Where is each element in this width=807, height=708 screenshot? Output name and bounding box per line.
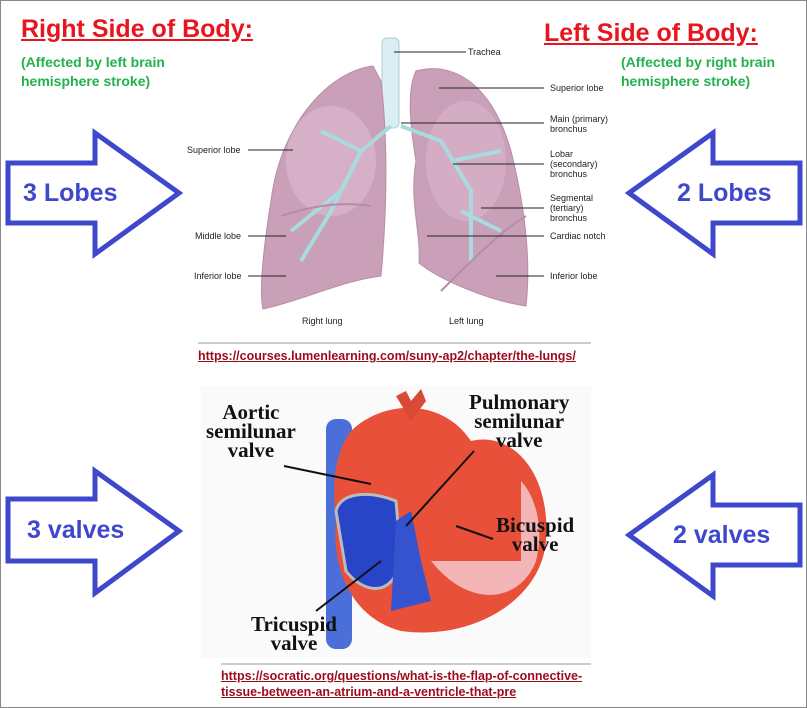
label-left-lung: Left lung (449, 316, 484, 326)
label-seg-1: Segmental (550, 193, 594, 203)
label-trachea: Trachea (468, 47, 501, 57)
lungs-source-link[interactable]: https://courses.lumenlearning.com/suny-a… (198, 349, 576, 363)
label-bicuspid-1: Bicuspid (496, 513, 575, 537)
label-superior-lobe-right: Superior lobe (187, 145, 241, 155)
label-bicuspid-valve: Bicuspid valve (496, 513, 575, 556)
right-lobes-count: 3 Lobes (23, 179, 118, 207)
label-seg-3: bronchus (550, 213, 588, 223)
heart-illustration (201, 386, 591, 665)
right-side-subtitle: (Affected by left brain hemisphere strok… (21, 53, 165, 91)
right-side-subtitle-line2: hemisphere stroke) (21, 73, 151, 89)
left-valves-count: 2 valves (673, 521, 771, 549)
label-cardiac-notch: Cardiac notch (550, 231, 606, 241)
label-main-bronchus: Main (primary) bronchus (550, 114, 608, 134)
left-side-subtitle: (Affected by right brain hemisphere stro… (621, 53, 775, 91)
left-side-title: Left Side of Body: (544, 19, 758, 47)
right-side-title: Right Side of Body: (21, 15, 253, 43)
left-lobes-count: 2 Lobes (677, 179, 772, 207)
label-inferior-lobe-right: Inferior lobe (194, 271, 242, 281)
label-tricuspid-1: Tricuspid (251, 612, 337, 636)
label-inferior-lobe-left: Inferior lobe (550, 271, 598, 281)
label-lobar-2: (secondary) (550, 159, 598, 169)
right-side-subtitle-line1: (Affected by left brain (21, 54, 165, 70)
label-bicuspid-2: valve (511, 532, 559, 556)
left-arrow-valves (624, 470, 803, 601)
left-side-subtitle-line2: hemisphere stroke) (621, 73, 751, 89)
right-arrow-lobes (5, 128, 184, 259)
right-valves-count: 3 valves (27, 516, 125, 544)
heart-source-link-line2[interactable]: tissue-between-an-atrium-and-a-ventricle… (221, 685, 517, 699)
label-tricuspid-2: valve (270, 631, 318, 655)
label-lobar-1: Lobar (550, 149, 574, 159)
label-segmental-bronchus: Segmental (tertiary) bronchus (550, 193, 593, 223)
label-main-bronchus-1: Main (primary) (550, 114, 609, 124)
right-arrow-valves (5, 466, 184, 598)
label-pulm-2: semilunar (474, 409, 565, 433)
label-aortic-valve: Aortic semilunar valve (206, 400, 296, 462)
lungs-illustration (198, 37, 591, 344)
label-aortic-2: semilunar (206, 419, 296, 443)
label-pulmonary-valve: Pulmonary semilunar valve (469, 390, 570, 452)
label-pulm-1: Pulmonary (469, 390, 570, 414)
label-lobar-bronchus: Lobar (secondary) bronchus (550, 149, 598, 179)
label-middle-lobe: Middle lobe (195, 231, 242, 241)
heart-source-link-line1[interactable]: https://socratic.org/questions/what-is-t… (221, 669, 583, 683)
label-superior-lobe-left: Superior lobe (550, 83, 604, 93)
label-tricuspid-valve: Tricuspid valve (251, 612, 337, 655)
label-pulm-3: valve (495, 428, 543, 452)
heart-source-link[interactable]: https://socratic.org/questions/what-is-t… (221, 668, 582, 700)
label-lobar-3: bronchus (550, 169, 588, 179)
left-side-subtitle-line1: (Affected by right brain (621, 54, 776, 70)
label-seg-2: (tertiary) (550, 203, 584, 213)
label-main-bronchus-2: bronchus (550, 124, 588, 134)
left-arrow-lobes (624, 128, 803, 259)
label-aortic-1: Aortic (222, 400, 280, 424)
label-right-lung: Right lung (302, 316, 343, 326)
label-aortic-3: valve (227, 438, 275, 462)
